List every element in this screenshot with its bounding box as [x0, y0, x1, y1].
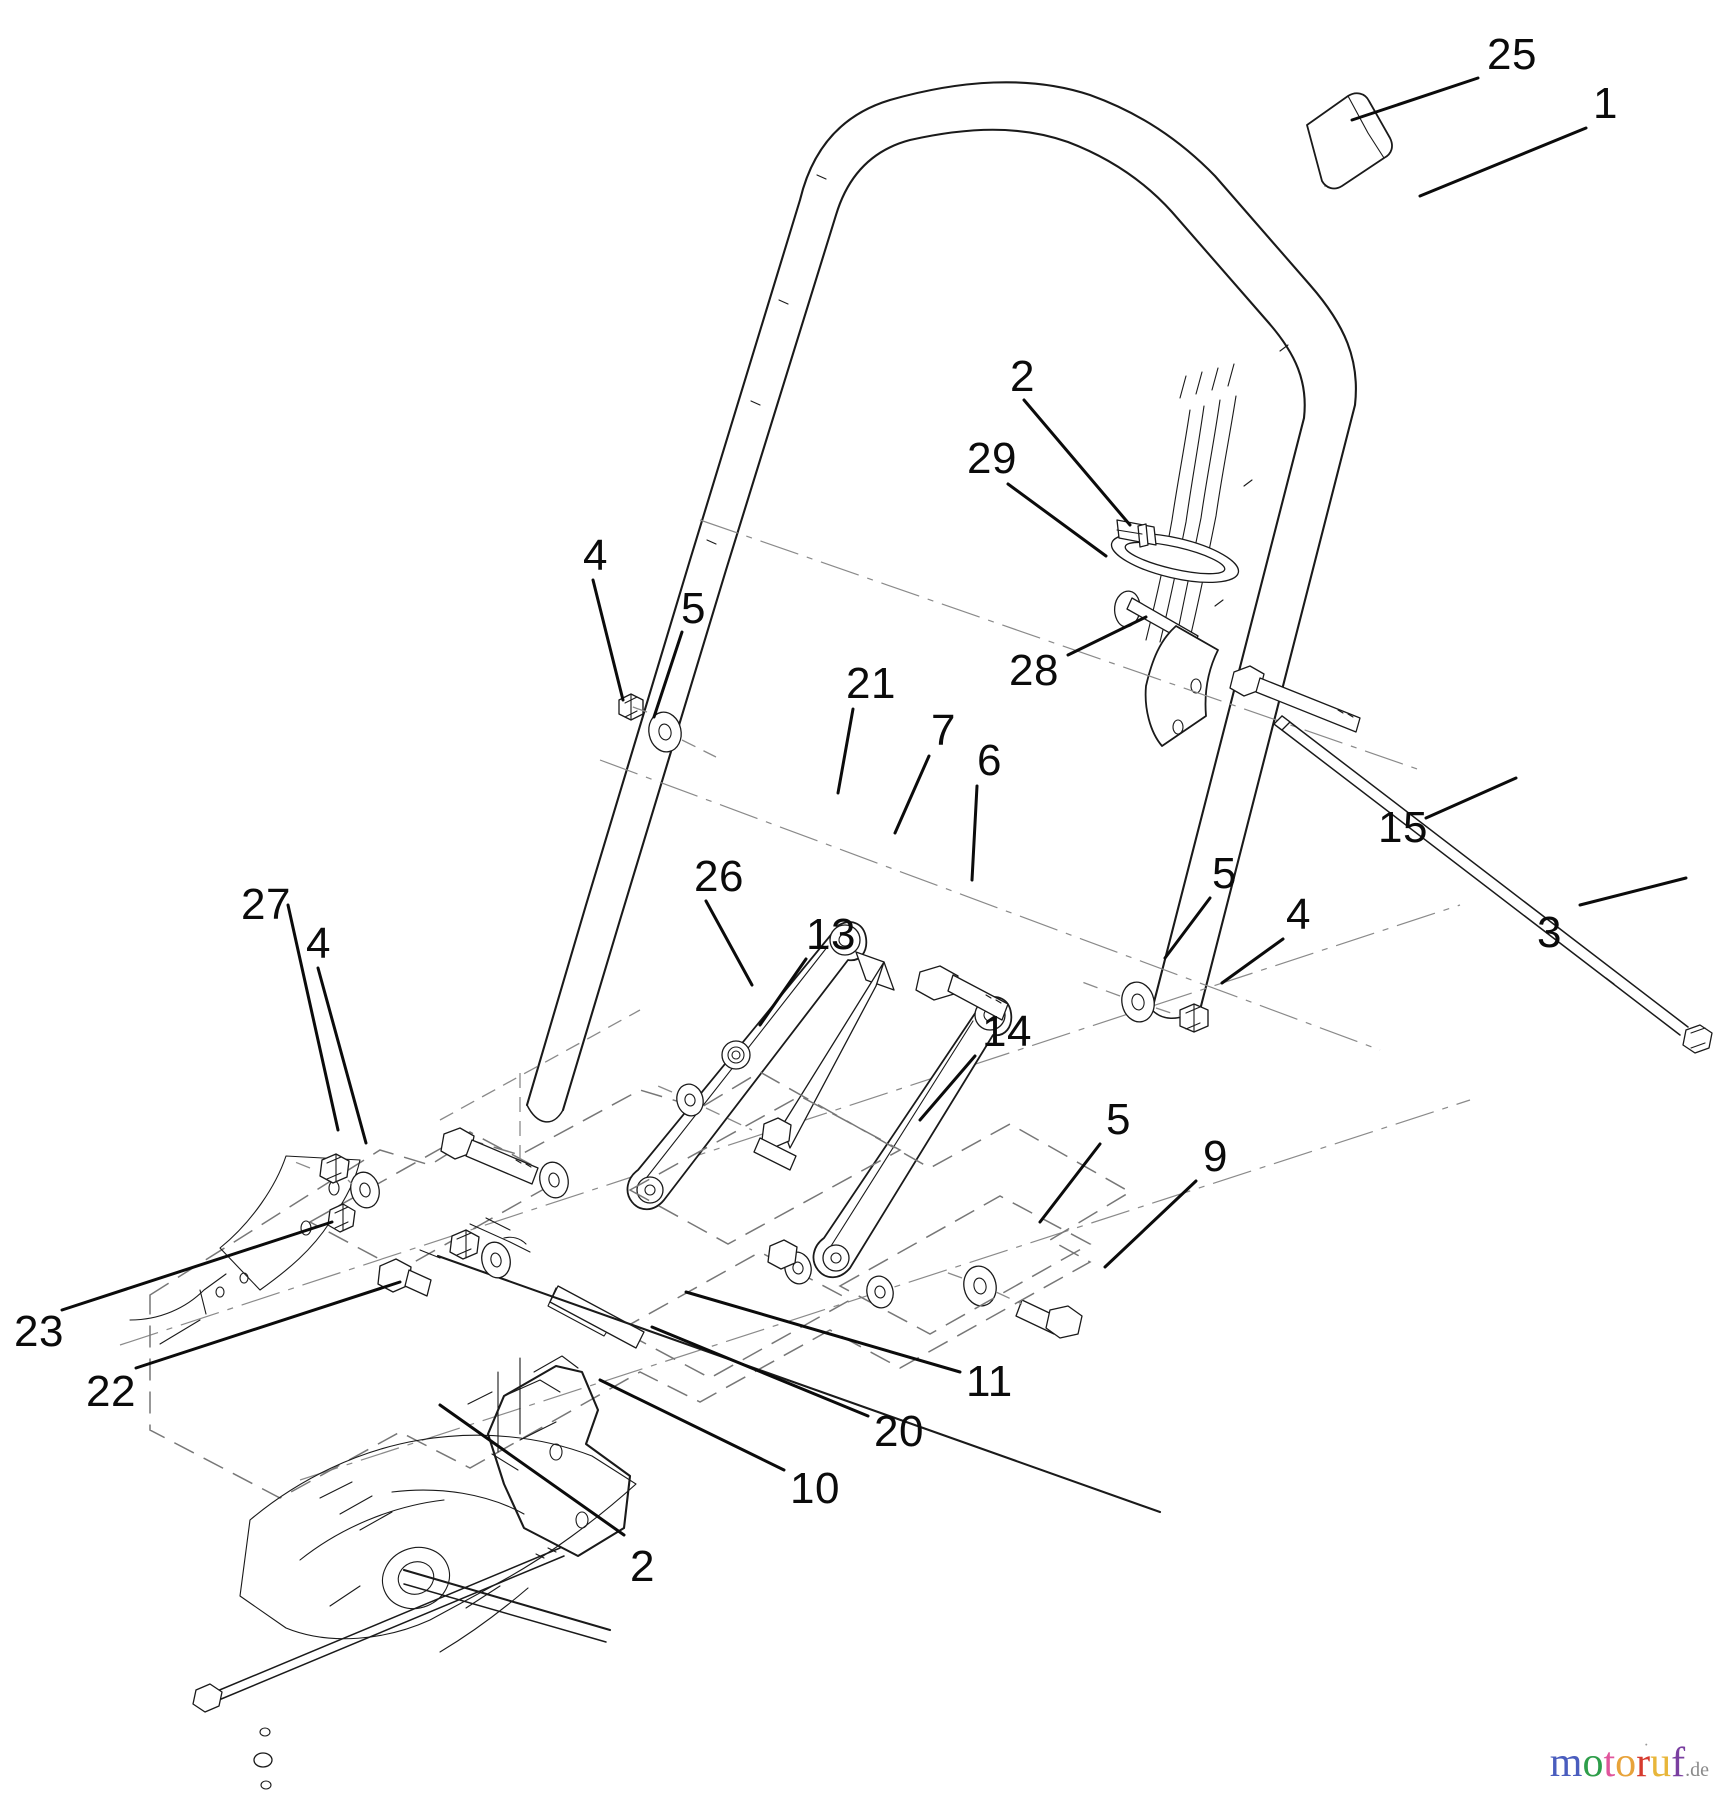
watermark-letter: o — [1615, 1740, 1637, 1786]
handle-mount-bracket-item-10 — [467, 1355, 632, 1558]
callout-pivot-link-lower: 6 — [977, 736, 1002, 785]
callout-cable-tie: 2 — [630, 1542, 655, 1591]
callout-handle-mount-bracket: 10 — [790, 1464, 840, 1513]
hardware-mid-right — [1081, 981, 1209, 1033]
hex-bolt-item-6 — [915, 965, 1009, 1021]
watermark-letter: u — [1650, 1740, 1672, 1786]
hex-bolt-bracket — [1229, 665, 1361, 733]
cable-tie-item-2 — [1110, 519, 1240, 584]
callout-cable-clamp: 11 — [966, 1357, 1013, 1406]
callout-handle-grip-clamp: 25 — [1487, 30, 1537, 79]
shoulder-bolt-item-7 — [781, 951, 895, 1149]
watermark-letter: m — [1549, 1740, 1583, 1786]
callout-deck-bracket: 20 — [874, 1407, 924, 1456]
callout-rod-end-clip: 3 — [1537, 908, 1562, 957]
bushing-item-13 — [721, 1040, 751, 1070]
callout-flat-washer: 5 — [1106, 1095, 1131, 1144]
callout-pivot-bolt: 22 — [86, 1367, 136, 1416]
callout-frame-locknut: 27 — [241, 880, 291, 929]
callout-hex-bolt: 9 — [1203, 1132, 1228, 1181]
callout-shoulder-bolt: 7 — [931, 706, 956, 755]
control-rod-item-15 — [1273, 715, 1713, 1054]
pivot-link-left-21-26 — [626, 921, 868, 1211]
callout-flat-washer: 5 — [681, 584, 706, 633]
callout-control-rod: 15 — [1378, 803, 1428, 852]
callout-handle-bracket-plate: 28 — [1009, 646, 1059, 695]
callout-leader-lines — [60, 76, 1688, 1537]
motoruf-watermark: motoruf · .de — [1549, 1738, 1709, 1786]
cable-clamp-item-11 — [469, 1217, 645, 1349]
watermark-letter: o — [1582, 1740, 1604, 1786]
handle-grip-clamp — [1306, 92, 1393, 190]
callout-flange-locknut: 4 — [306, 919, 331, 968]
callout-flat-washer: 5 — [1212, 849, 1237, 898]
watermark-dot-icon: · — [1643, 1737, 1649, 1754]
callout-cable-tie: 2 — [1010, 352, 1035, 401]
callout-bushing: 13 — [806, 910, 856, 959]
callout-flange-locknut: 4 — [583, 531, 608, 580]
hardware-lower-right — [939, 1265, 1083, 1339]
callout-carriage-bolt: 29 — [967, 434, 1017, 483]
lower-housing — [192, 1434, 637, 1790]
deck-control-rod — [419, 1249, 1162, 1514]
callout-flange-locknut: 4 — [1286, 890, 1311, 939]
watermark-letter: f — [1671, 1740, 1686, 1786]
hardware-upper-left — [618, 693, 717, 758]
callout-pivot-link: 21 — [846, 659, 896, 708]
upper-handle-tube — [525, 81, 1357, 1123]
watermark-letter: t — [1603, 1740, 1616, 1786]
watermark-suffix: .de — [1685, 1759, 1709, 1781]
watermark-letter: r — [1636, 1740, 1651, 1786]
wire-harness — [1145, 363, 1237, 643]
mower-deck-outline — [149, 1009, 1132, 1499]
callout-link-arm-right: 14 — [982, 1007, 1032, 1056]
deck-hardware — [289, 1083, 894, 1309]
callout-frame-stud: 23 — [14, 1307, 64, 1356]
callout-upper-handle: 1 — [1593, 79, 1618, 128]
handle-bracket-plate — [1144, 625, 1219, 747]
callout-link-arm: 26 — [694, 852, 744, 901]
